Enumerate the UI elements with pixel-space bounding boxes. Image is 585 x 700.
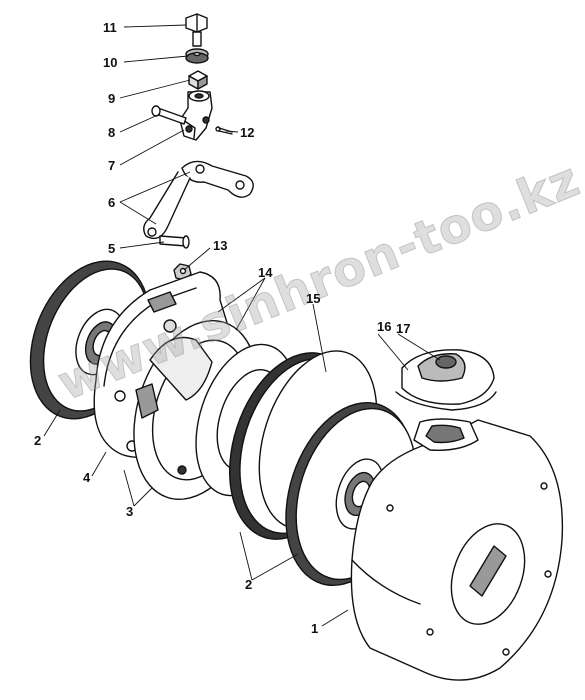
leader-lines <box>43 24 441 627</box>
pin-part-5 <box>159 235 190 249</box>
callout-16: 16 <box>377 319 392 334</box>
cover-part-17 <box>401 349 495 405</box>
washer-part-10 <box>185 48 209 64</box>
callout-13: 13 <box>213 238 228 253</box>
callout-11: 11 <box>103 20 117 35</box>
callout-10: 10 <box>103 55 118 70</box>
pin-part-8 <box>151 105 187 125</box>
callout-2-bottom: 2 <box>245 577 253 592</box>
fork-part-7 <box>179 90 213 141</box>
callout-5: 5 <box>108 241 116 256</box>
callout-6: 6 <box>108 195 116 210</box>
callout-14: 14 <box>258 265 273 280</box>
cotter-pin-part-12 <box>215 126 233 135</box>
clutch-housing-part-1 <box>350 418 564 681</box>
nut-part-9 <box>188 70 208 90</box>
callout-17: 17 <box>396 321 411 336</box>
callout-7: 7 <box>108 158 116 173</box>
callout-3: 3 <box>126 504 134 519</box>
callout-2-left: 2 <box>34 433 42 448</box>
gasket-part-16 <box>395 391 497 411</box>
callout-15: 15 <box>306 291 321 306</box>
bolt-part-11 <box>185 13 208 47</box>
callout-9: 9 <box>108 91 116 106</box>
callout-8: 8 <box>108 125 116 140</box>
lever-part-6 <box>143 160 254 240</box>
callout-12: 12 <box>240 125 255 140</box>
callout-1: 1 <box>311 621 319 636</box>
callout-4: 4 <box>83 470 91 485</box>
